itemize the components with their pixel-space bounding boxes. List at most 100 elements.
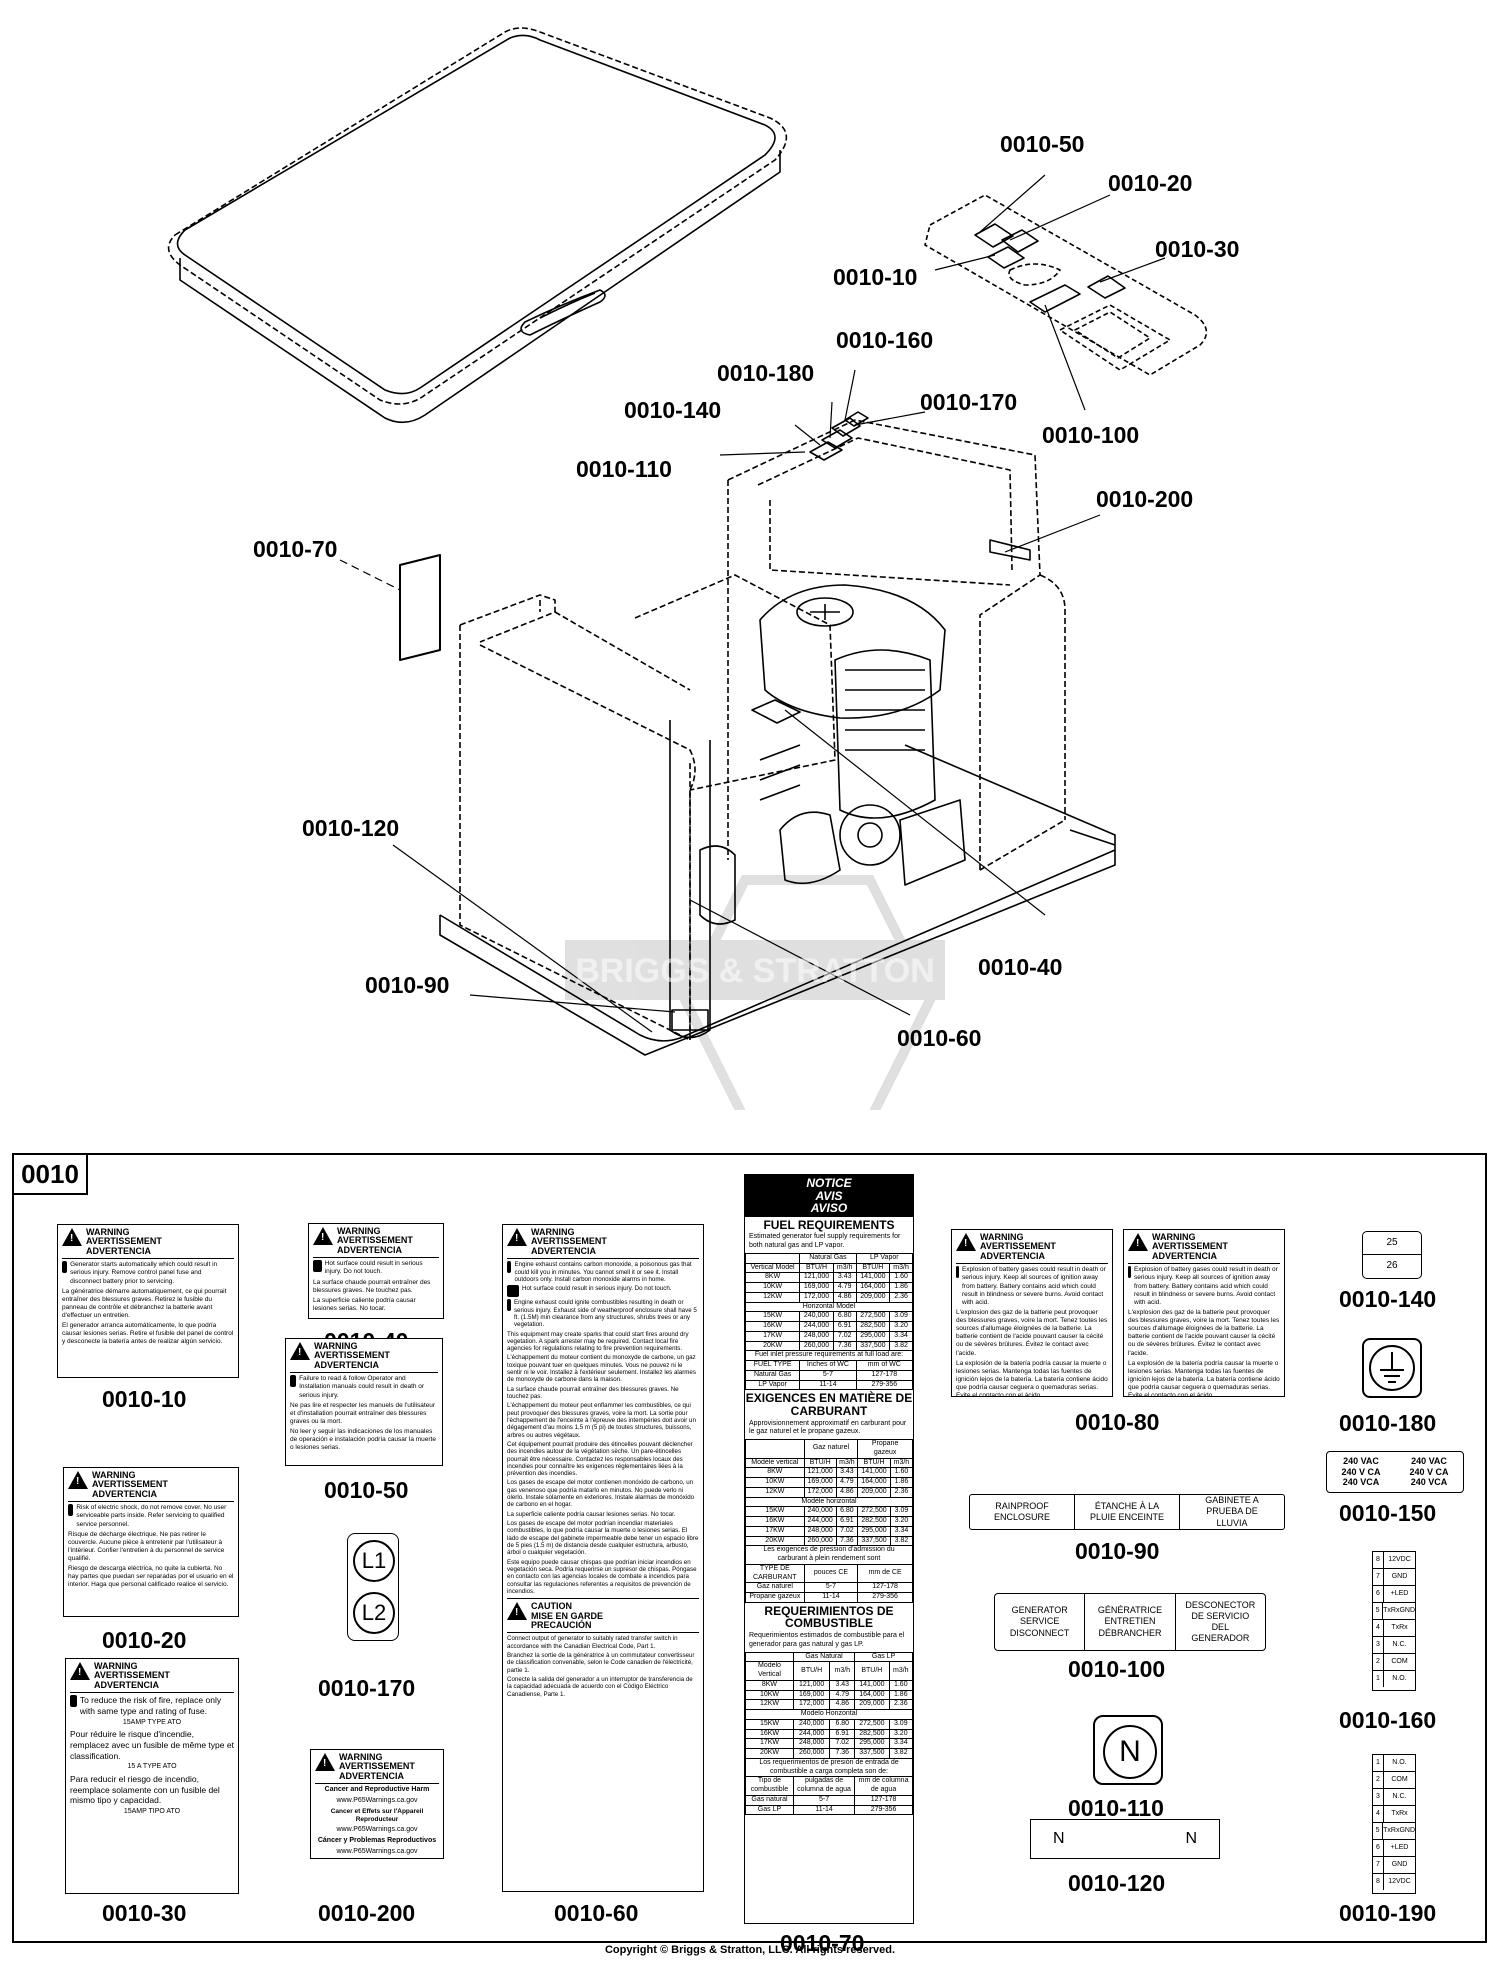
battery-explosion-icon [956,1266,959,1279]
decal-0010-120: N N [1030,1819,1220,1859]
decal-0010-180 [1362,1338,1422,1398]
label-0010-90: 0010-90 [1075,1538,1160,1564]
decal-0010-140: 25 26 [1362,1231,1422,1279]
watermark [565,875,945,1110]
label-0010-10: 0010-10 [102,1386,187,1412]
label-0010-140: 0010-140 [1339,1286,1437,1312]
decal-0010-110: N [1093,1715,1163,1785]
disconnect-en: GENERATOR SERVICE DISCONNECT [995,1594,1086,1650]
warning-triangle-icon [956,1233,976,1251]
neutral-marker-right: N [1185,1830,1197,1847]
warning-triangle-icon [1128,1233,1148,1251]
caution-triangle-icon [507,1602,527,1621]
label-0010-200: 0010-200 [318,1900,416,1926]
label-0010-100: 0010-100 [1068,1656,1166,1682]
label-0010-180: 0010-180 [1339,1410,1437,1436]
label-0010-150: 0010-150 [1339,1500,1437,1526]
enclosure [727,419,1066,871]
label-0010-170: 0010-170 [318,1675,416,1701]
decal-0010-100: GENERATOR SERVICE DISCONNECT GÉNÉRATRICE… [994,1593,1266,1651]
label-0010-60: 0010-60 [554,1900,639,1926]
callout-0010-30: 0010-30 [1155,236,1240,262]
ground-icon [1369,1345,1415,1391]
label-0010-80: 0010-80 [1075,1409,1160,1435]
warning-triangle-icon [315,1753,335,1771]
label-0010-120: 0010-120 [1068,1870,1166,1896]
exploded-diagram: BRIGGS & STRATTON 0010-50 0010-20 0010-1… [167,27,1240,1110]
label-0010-160: 0010-160 [1339,1707,1437,1733]
fuel-requirements-title-fr: EXIGENCES EN MATIÈRE DE CARBURANT [745,1391,913,1418]
hot-surface-icon [507,1285,519,1298]
label-0010-190: 0010-190 [1339,1900,1437,1926]
warning-triangle-icon [507,1228,527,1246]
callout-0010-70: 0010-70 [253,536,338,562]
l2-terminal-icon: L2 [353,1592,395,1634]
l1-terminal-icon: L1 [353,1540,395,1582]
label-26: 26 [1386,1259,1398,1271]
rainproof-en: RAINPROOF ENCLOSURE [970,1495,1075,1529]
electric-shock-icon [68,1504,74,1517]
carbon-monoxide-icon [507,1261,512,1274]
callout-0010-170: 0010-170 [920,389,1018,415]
engine [699,584,966,925]
label-0010-70: 0010-70 [780,1930,865,1956]
decal-0010-170: L1 L2 [347,1533,399,1641]
warning-triangle-icon [70,1662,90,1680]
label-0010-20: 0010-20 [102,1627,187,1653]
callout-0010-140: 0010-140 [624,397,722,423]
decal-0010-90: RAINPROOF ENCLOSURE ÉTANCHE À LA PLUIE E… [969,1494,1285,1530]
callout-0010-50: 0010-50 [1000,131,1085,157]
warning-triangle-icon [62,1228,82,1246]
leader-lines [339,174,1166,1033]
fuel-requirements-title-es: REQUERIMIENTOS DE COMBUSTIBLE [764,1603,894,1631]
callout-0010-10: 0010-10 [833,264,918,290]
callout-0010-90: 0010-90 [365,972,450,998]
callout-0010-120: 0010-120 [302,815,400,841]
callout-0010-100: 0010-100 [1042,422,1140,448]
automatic-start-icon [62,1261,68,1274]
roof-lid [167,27,788,424]
fire-hazard-icon [507,1299,511,1312]
rainproof-fr: ÉTANCHE À LA PLUIE ENCEINTE [1075,1495,1180,1529]
callout-0010-40: 0010-40 [978,954,1063,980]
warning-triangle-icon [313,1227,333,1245]
label-25: 25 [1363,1232,1421,1255]
disconnect-fr: GÉNÉRATRICE ENTRETIEN DÉBRANCHER [1085,1594,1176,1650]
callout-0010-60: 0010-60 [897,1025,982,1051]
read-manual-icon [290,1375,297,1388]
callout-0010-180: 0010-180 [717,360,815,386]
copyright-notice: Copyright © Briggs & Stratton, LLC. All … [604,1944,896,1956]
warning-triangle-icon [68,1471,88,1489]
warning-triangle-icon [290,1342,310,1360]
battery-explosion-icon [1128,1266,1131,1279]
label-0010-30: 0010-30 [102,1900,187,1926]
neutral-marker-left: N [1053,1830,1065,1847]
callout-0010-20: 0010-20 [1108,170,1193,196]
rainproof-es: GABINETE A PRUEBA DE LLUVIA [1205,1495,1259,1528]
